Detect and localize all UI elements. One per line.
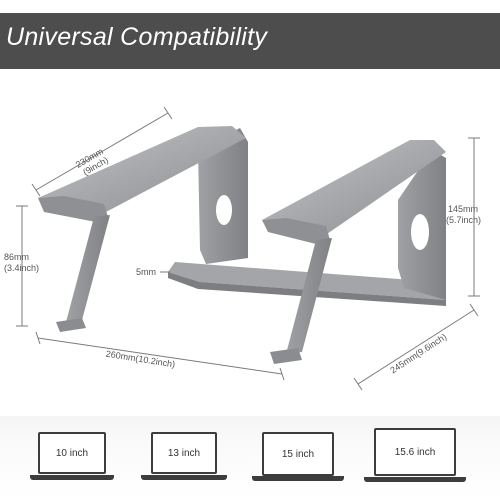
base-thickness-label: 5mm bbox=[136, 267, 156, 277]
height-back-label: 145mm (5.7inch) bbox=[446, 204, 481, 225]
laptop-screen: 15.6 inch bbox=[374, 428, 456, 476]
laptop-base bbox=[252, 476, 344, 481]
right-bracket-cutout bbox=[411, 214, 429, 250]
laptop-size-label: 15.6 inch bbox=[394, 446, 436, 458]
right-bracket bbox=[262, 140, 446, 364]
laptop-screen: 13 inch bbox=[151, 432, 217, 474]
laptop-size-label: 15 inch bbox=[281, 448, 315, 460]
banner-title: Universal Compatibility bbox=[6, 23, 268, 51]
laptop-size-label: 13 inch bbox=[167, 447, 201, 459]
laptop-screen: 15 inch bbox=[262, 432, 334, 476]
height-front-label: 86mm (3.4inch) bbox=[4, 252, 39, 273]
left-bracket bbox=[38, 126, 248, 332]
left-bracket-cutout bbox=[216, 195, 232, 225]
dimension-lines bbox=[16, 106, 480, 391]
laptop-screen: 10 inch bbox=[38, 432, 106, 474]
width-label: 260mm(10.2inch) bbox=[105, 349, 176, 370]
laptop-base bbox=[364, 477, 466, 482]
laptop-base bbox=[141, 475, 227, 480]
laptop-base bbox=[30, 475, 114, 480]
depth-base-label: 245mm(9.6inch) bbox=[388, 332, 448, 376]
title-banner: Universal Compatibility bbox=[0, 13, 500, 69]
laptop-size-label: 10 inch bbox=[55, 447, 89, 459]
